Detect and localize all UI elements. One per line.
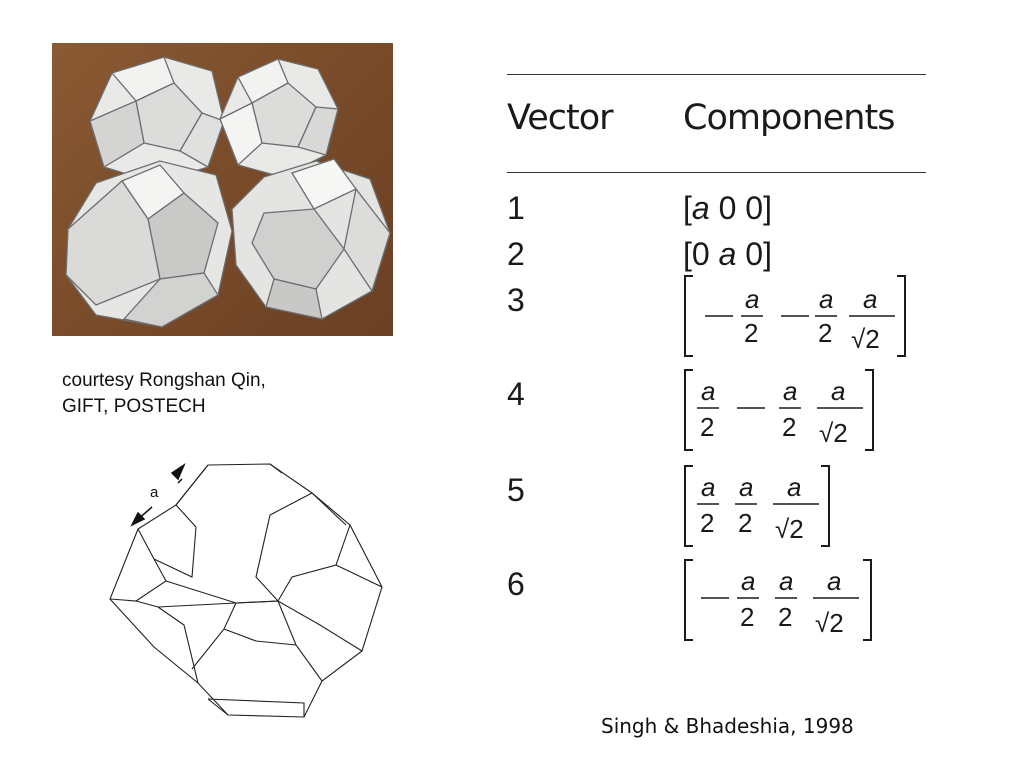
svg-text:a: a (739, 472, 753, 502)
vector-1: 1 (507, 190, 525, 226)
comp-1-x: a (691, 190, 710, 226)
credit-line-1: courtesy Rongshan Qin, (62, 370, 266, 391)
comp-2-z: 0 (745, 236, 764, 272)
vector-3: 3 (507, 282, 525, 318)
svg-text:2: 2 (700, 412, 714, 442)
table-top-rule (507, 74, 926, 75)
svg-text:2: 2 (818, 318, 832, 348)
comp-1-y: 0 (718, 190, 737, 226)
comp-2-y: a (718, 236, 737, 272)
svg-text:a: a (745, 284, 759, 314)
svg-text:2: 2 (778, 602, 792, 632)
components-6: a2 a2 a√2 (684, 559, 872, 641)
components-3: a 2 a 2 a √2 (684, 275, 906, 357)
svg-text:√2: √2 (851, 324, 880, 354)
components-2: [0 a 0] (683, 236, 772, 272)
svg-text:a: a (827, 566, 841, 596)
svg-text:a: a (701, 376, 715, 406)
credit-line-2: GIFT, POSTECH (62, 396, 206, 417)
svg-text:a: a (831, 376, 845, 406)
svg-text:2: 2 (740, 602, 754, 632)
svg-text:a: a (787, 472, 801, 502)
svg-text:√2: √2 (819, 418, 848, 448)
components-4: a 2 a 2 a √2 (684, 369, 874, 451)
svg-text:a: a (741, 566, 755, 596)
tetrakaidecahedron-drawing: a (109, 462, 383, 718)
comp-2-x: 0 (691, 236, 710, 272)
header-components: Components (683, 98, 895, 138)
vector-4: 4 (507, 376, 525, 412)
svg-text:2: 2 (738, 508, 752, 538)
svg-text:a: a (779, 566, 793, 596)
svg-text:2: 2 (782, 412, 796, 442)
edge-label: a (150, 484, 159, 501)
svg-text:2: 2 (700, 508, 714, 538)
table-header-rule (507, 172, 926, 173)
header-vector: Vector (507, 98, 614, 138)
paper-models-photo (52, 43, 393, 336)
svg-text:2: 2 (744, 318, 758, 348)
vector-5: 5 (507, 472, 525, 508)
svg-text:√2: √2 (775, 514, 804, 544)
vector-6: 6 (507, 566, 525, 602)
citation: Singh & Bhadeshia, 1998 (601, 714, 854, 738)
vector-2: 2 (507, 236, 525, 272)
fraction-components: .t { font-family:"Liberation Sans", sans… (684, 275, 906, 641)
svg-text:√2: √2 (815, 608, 844, 638)
svg-text:a: a (819, 284, 833, 314)
svg-text:a: a (783, 376, 797, 406)
photo-credit: courtesy Rongshan Qin, GIFT, POSTECH (62, 368, 266, 420)
comp-1-z: 0 (745, 190, 764, 226)
components-1: [a 0 0] (683, 190, 772, 226)
svg-text:a: a (701, 472, 715, 502)
svg-text:a: a (863, 284, 877, 314)
components-5: a2 a2 a√2 (684, 465, 830, 547)
